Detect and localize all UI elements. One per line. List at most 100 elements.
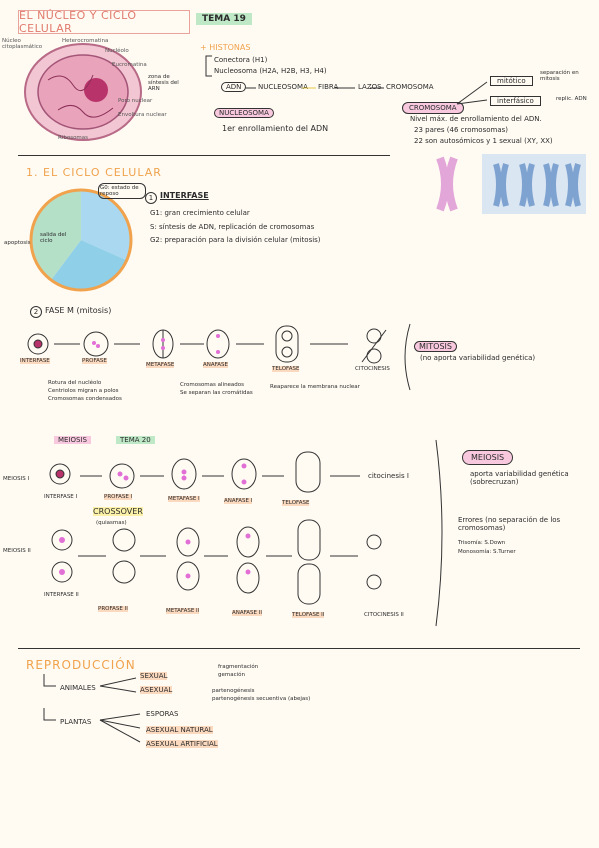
meiosis-ii-stage-3: METAFASE II: [166, 608, 200, 614]
mitosis-bracket-icon: [404, 323, 411, 391]
nucleus-label-4: Eucromatina: [112, 62, 147, 68]
mitosis-note: (no aporta variabilidad genética): [420, 354, 536, 362]
repr-asexual: ASEXUAL: [140, 686, 173, 694]
nucleus-note: zona de síntesis del ARN: [148, 74, 179, 92]
chromosome-diagram: [410, 154, 478, 214]
interfase-g1: G1: gran crecimiento celular: [150, 209, 250, 217]
cell-cycle-wheel: [26, 185, 136, 295]
fase-m-note-4: Cromosomas alineados: [180, 382, 245, 388]
histonas-line2: Nucleosoma (H2A, H2B, H3, H4): [214, 67, 327, 75]
cromosoma-note-1: Nivel máx. de enrollamiento del ADN.: [410, 115, 542, 123]
errores-note: Errores (no separación de los cromosomas…: [458, 516, 561, 532]
divider-1: [18, 155, 390, 156]
nucleus-label-1: Núcleo citoplasmático: [2, 38, 43, 50]
fase-m-note-6: Reaparece la membrana nuclear: [270, 384, 360, 390]
chain-lazos: LAZOS: [358, 83, 382, 91]
mitotico-note: separación en mitosis: [540, 70, 579, 82]
chain-nucleosoma: NUCLEOSOMA: [258, 83, 308, 91]
nucleus-label-3: Nucléolo: [105, 48, 129, 54]
cycle-salida: salida del ciclo: [40, 232, 67, 244]
meiosis-bracket-icon: [435, 439, 443, 627]
histonas-line1: Conectora (H1): [214, 56, 268, 64]
meiosis-i-stage-3: METAFASE I: [168, 496, 200, 502]
fase-m-num: 2: [30, 306, 42, 318]
crossover-note: (quiasmas): [96, 520, 127, 526]
meiosis-tema: TEMA 20: [116, 436, 155, 444]
monosomia-note: Monosomía: S.Turner: [458, 549, 516, 555]
stage-telofase: TELOFASE: [272, 366, 300, 372]
fase-m-note-3: Cromosomas condensados: [48, 396, 122, 402]
meiosis-ii-stage-1: INTERFASE II: [44, 592, 79, 598]
meiosis-tag: MEIOSIS: [54, 436, 91, 444]
cycle-apoptosis: apoptosis: [4, 240, 31, 246]
interfase-g2: G2: preparación para la división celular…: [150, 236, 321, 244]
chain-adn: ADN: [221, 82, 247, 92]
meiosis-i-stage-5: TELOFASE: [282, 500, 310, 506]
meiosis-i-end: citocinesis I: [368, 472, 409, 480]
interfase-s: S: síntesis de ADN, replicación de cromo…: [150, 223, 315, 231]
meiosis-label: MEIOSIS: [462, 450, 514, 465]
nucleus-illustration: [18, 40, 148, 145]
interfasico-note: replic. ADN: [556, 96, 587, 102]
repr-esporas: ESPORAS: [146, 710, 179, 718]
fase-m-note-2: Centriolos migran a polos: [48, 388, 119, 394]
meiosis-ii-stage-5: TELOFASE II: [292, 612, 325, 618]
stage-interfase: INTERFASE: [20, 358, 50, 364]
repr-partenogenesis: partenogénesis: [212, 688, 255, 694]
cromosoma-note-2: 23 pares (46 cromosomas): [414, 126, 509, 134]
nucleus-label-2: Heterocromatina: [62, 38, 109, 44]
repr-asexual-artificial: ASEXUAL ARTIFICIAL: [146, 740, 218, 748]
meiosis-i-stage-4: ANAFASE I: [224, 498, 253, 504]
meiosis-i-label: MEIOSIS I: [3, 476, 30, 482]
repr-fragmentacion: fragmentación: [218, 664, 259, 670]
chain-fibra: FIBRA: [318, 83, 339, 91]
meiosis-ii-stage-6: CITOCINESIS II: [364, 612, 404, 618]
nucleosoma-label: NUCLEOSOMA: [214, 108, 274, 118]
stage-metafase: METAFASE: [146, 362, 175, 368]
repr-sexual: SEXUAL: [140, 672, 168, 680]
interfase-heading: INTERFASE: [160, 191, 209, 200]
chain-arrows-icon: [246, 87, 384, 89]
fase-m-note-5: Se separan las cromátidas: [180, 390, 253, 396]
chromosome-photo: [482, 154, 586, 214]
chain-cromosoma: CROMOSOMA: [386, 83, 434, 91]
cycle-g0: G0: estado de reposo: [98, 183, 146, 199]
repr-partenogenesis-2: partenogénesis secuentiva (abejas): [212, 696, 311, 702]
cromosoma-branch-icon: [456, 81, 488, 105]
tema-badge: TEMA 19: [196, 13, 252, 25]
meiosis-ii-stage-2: PROFASE II: [98, 606, 128, 612]
repr-plantas: PLANTAS: [60, 718, 92, 726]
nucleus-label-5: Poro nuclear: [118, 98, 153, 104]
reproduccion-heading: REPRODUCCIÓN: [26, 658, 136, 672]
meiosis-i-stage-2: PROFASE I: [104, 494, 133, 500]
reproduccion-arrows-icon: [43, 674, 141, 743]
repr-animales: ANIMALES: [60, 684, 96, 692]
page-title: EL NÚCLEO Y CICLO CELULAR: [18, 9, 190, 35]
ciclo-heading: 1. EL CICLO CELULAR: [26, 166, 162, 179]
meiosis-i-stage-1: INTERFASE I: [44, 494, 78, 500]
mitosis-label: MITOSIS: [414, 341, 457, 352]
meiosis-ii-drawing: [51, 519, 382, 605]
fase-m-note-1: Rotura del nucléolo: [48, 380, 102, 386]
divider-2: [18, 648, 580, 649]
interfase-num: 1: [145, 192, 157, 204]
crossover-label: CROSSOVER: [93, 507, 143, 516]
stage-citocinesis: CITOCINESIS: [355, 366, 390, 372]
meiosis-ii-stage-4: ANAFASE II: [232, 610, 263, 616]
trisomia-note: Trisomía: S.Down: [458, 540, 506, 546]
mitosis-stages-drawing: [27, 325, 387, 364]
nucleosoma-note: 1er enrollamiento del ADN: [222, 124, 329, 133]
histonas-bracket-icon: [205, 55, 212, 77]
interfasico-box: interfásico: [490, 96, 541, 106]
nucleus-label-6: Envoltura nuclear: [118, 112, 167, 118]
cromosoma-label: CROMOSOMA: [402, 102, 464, 114]
meiosis-i-drawing: [49, 451, 360, 493]
meiosis-note: aporta variabilidad genética (sobrecruza…: [470, 470, 569, 486]
nucleus-label-7: Ribosomas: [58, 135, 89, 141]
repr-gemacion: gemación: [218, 672, 246, 678]
stage-anafase: ANAFASE: [203, 362, 229, 368]
stage-profase: PROFASE: [82, 358, 107, 364]
meiosis-ii-label: MEIOSIS II: [3, 548, 31, 554]
histonas-heading: + HISTONAS: [200, 43, 251, 52]
mitotico-box: mitótico: [490, 76, 533, 86]
